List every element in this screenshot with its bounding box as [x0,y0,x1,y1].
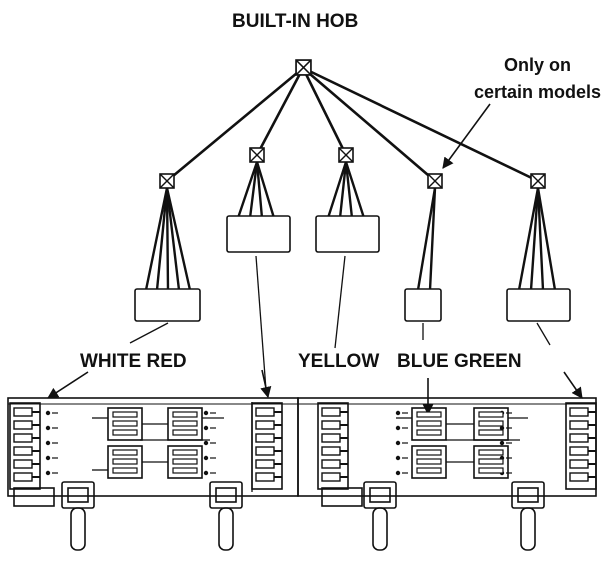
junction-icon-2 [249,147,265,163]
knob-shaft-icon-2 [218,507,234,551]
arrow-green [563,371,583,399]
knob-collar-2 [209,481,243,509]
control-board [7,397,597,551]
connector-yellow-2 [315,215,380,253]
label-blue-green: BLUE GREEN [397,351,522,372]
connector-blue [404,288,442,322]
diagram-title: BUILT-IN HOB [232,11,359,32]
label-yellow: YELLOW [298,351,380,372]
connector-white-red [134,288,201,322]
knob-shaft-icon-3 [372,507,388,551]
arrow-note [442,103,491,169]
junction-icon-4 [427,173,443,189]
connector-yellow-1 [226,215,291,253]
branch-wires [144,160,557,292]
mount-foot-2 [321,487,363,507]
knob-shaft-icon-1 [70,507,86,551]
connector-green [506,288,571,322]
knob-collar-3 [363,481,397,509]
knob-collar-1 [61,481,95,509]
label-white-red: WHITE RED [80,351,187,372]
note-line-2: certain models [474,82,602,102]
knob-shaft-icon-4 [520,507,536,551]
leader-lines [129,255,551,391]
note-line-1: Only on [504,55,572,75]
terminal-strip-1 [9,402,41,490]
junction-icon-5 [530,173,546,189]
arrow-white-red [47,371,89,399]
knob-collar-4 [511,481,545,509]
mount-foot-1 [13,487,55,507]
arrow-yellow [260,369,272,399]
terminal-strip-4 [565,402,597,490]
connectors [134,215,571,322]
wire-tree [165,66,540,183]
junction-icon-1 [159,173,175,189]
terminal-strip-3 [317,402,349,490]
junction-icon-3 [338,147,354,163]
board-panel-left [7,397,299,497]
note-label: Only on certain models [474,52,601,106]
main-junction-icon [295,59,312,76]
